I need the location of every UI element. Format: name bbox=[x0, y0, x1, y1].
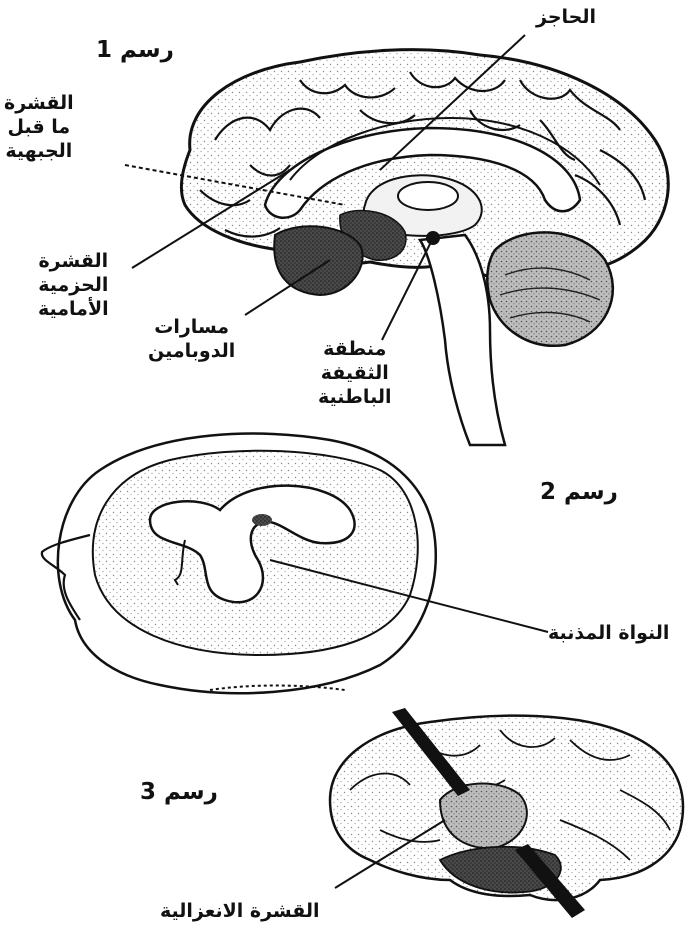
label-dopamine-pathways: مسارات الدوبامين bbox=[148, 316, 235, 364]
fig1-orbitofrontal-dark bbox=[274, 226, 362, 295]
fig1-cerebellum bbox=[487, 232, 613, 345]
label-ventral-tegmental-area: منطقة الثقيفة الباطنية bbox=[318, 338, 391, 409]
figure-1-title: رسم 1 bbox=[96, 36, 174, 65]
label-prefrontal-cortex: القشرة ما قبل الجبهية bbox=[4, 92, 74, 163]
label-caudate-nucleus: النواة المذنبة bbox=[548, 622, 669, 646]
figure-2-caudate bbox=[42, 434, 548, 694]
label-septum: الحاجز bbox=[536, 6, 596, 30]
figure-1-sagittal-brain bbox=[125, 35, 668, 445]
label-anterior-cingulate: القشرة الحزمية الأمامية bbox=[38, 250, 109, 321]
figure-3-lateral-brain bbox=[330, 708, 683, 918]
figure-2-title: رسم 2 bbox=[540, 478, 618, 507]
figure-3-title: رسم 3 bbox=[140, 778, 218, 807]
label-insular-cortex: القشرة الانعزالية bbox=[160, 900, 320, 924]
